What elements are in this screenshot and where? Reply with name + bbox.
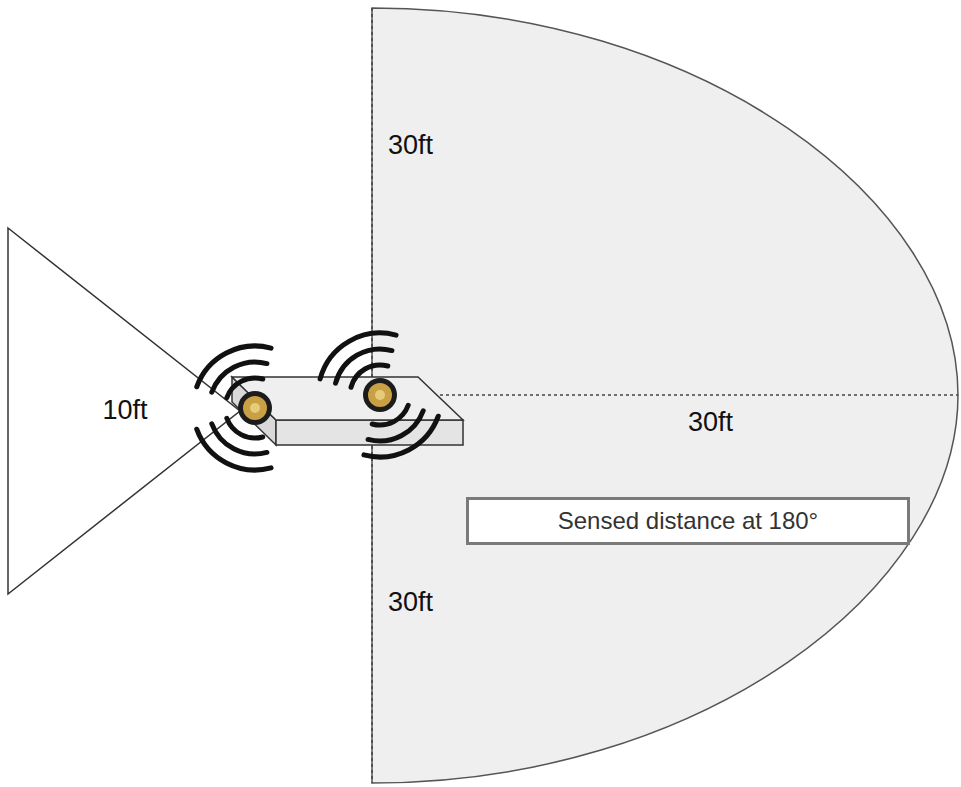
wave-arc: [227, 378, 263, 398]
signal-waves: [197, 333, 439, 470]
wave-arc: [212, 424, 267, 454]
caption-box: Sensed distance at 180°: [466, 497, 910, 545]
board-side: [232, 377, 276, 445]
sensor-right: [363, 378, 397, 412]
sensor-ring: [363, 378, 397, 412]
sensor-lens: [368, 383, 392, 407]
wave-arc: [320, 333, 396, 379]
dimension-label: 30ft: [688, 407, 733, 438]
sensor-left: [238, 391, 272, 425]
sensor-ring: [238, 391, 272, 425]
wave-arc: [351, 365, 388, 387]
sensor-center: [375, 390, 385, 400]
board-front: [276, 420, 463, 445]
dimension-label: 10ft: [102, 395, 147, 426]
dimension-label: 30ft: [388, 130, 433, 161]
wave-arc: [227, 418, 263, 438]
wave-arc: [336, 349, 392, 383]
wave-arc: [212, 362, 267, 392]
sensor-board: [232, 377, 463, 445]
wave-arc: [364, 416, 438, 457]
wave-arc: [368, 411, 423, 441]
caption-text: Sensed distance at 180°: [558, 507, 818, 535]
wave-arc: [197, 429, 271, 470]
dimension-label: 30ft: [388, 587, 433, 618]
coverage-region: 30ft30ft30ftSensed distance at 180°: [370, 6, 961, 786]
wave-arc: [372, 405, 408, 425]
triangle-shape: [8, 228, 240, 594]
sensor-center: [250, 403, 260, 413]
sensor-lens: [243, 396, 267, 420]
region-outline: [370, 6, 961, 786]
dashed-axis: [371, 8, 373, 783]
region-shape: [372, 8, 958, 783]
coverage-triangle: 10ft: [8, 228, 240, 594]
dashed-axis: [398, 394, 958, 396]
wave-arc: [197, 346, 271, 387]
board-top: [232, 377, 463, 420]
